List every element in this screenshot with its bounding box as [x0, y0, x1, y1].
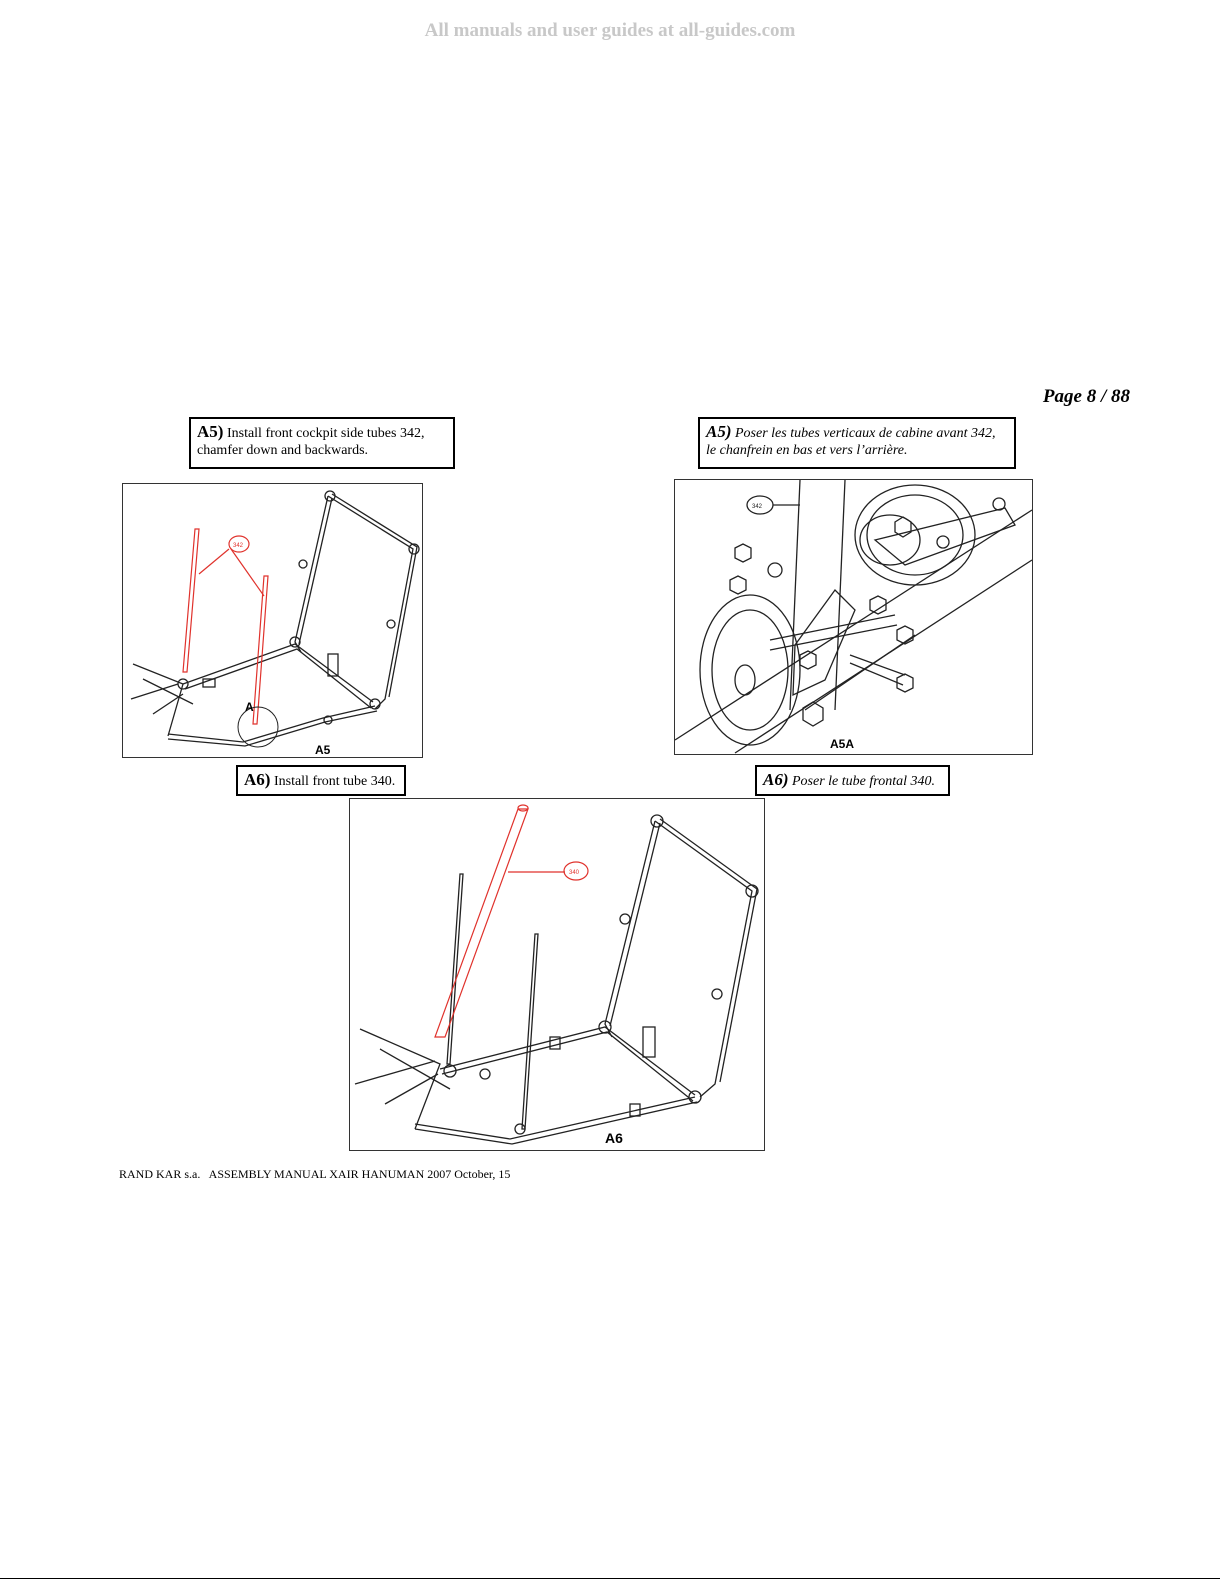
caption-a6-fr: A6) Poser le tube frontal 340.	[755, 765, 950, 796]
callout-342: 342	[233, 543, 244, 549]
caption-step: A6)	[244, 770, 271, 789]
page-number: Page 8 / 88	[1042, 386, 1130, 407]
figure-label-a5a: A5A	[830, 737, 855, 751]
caption-step: A5)	[197, 422, 224, 441]
callout-342: 342	[752, 504, 763, 510]
figure-a5: 342 A A5	[122, 483, 423, 758]
caption-line: Poser les tubes verticaux de cabine avan…	[735, 426, 996, 441]
figure-a6: 340 A6	[349, 798, 765, 1151]
watermark: All manuals and user guides at all-guide…	[424, 20, 796, 41]
caption-step: A6)	[763, 770, 789, 789]
detail-drawing-a5a: 342	[675, 480, 1032, 754]
figure-a5a: 342 A5A	[674, 479, 1033, 755]
frame-drawing-a5: 342	[130, 490, 420, 748]
caption-a5-fr: A5) Poser les tubes verticaux de cabine …	[698, 417, 1016, 469]
caption-line: Install front tube 340.	[273, 774, 396, 789]
caption-line: le chanfrein en bas et vers l’arrière.	[706, 443, 908, 458]
caption-a5-en: A5) Install front cockpit side tubes 342…	[189, 417, 455, 469]
frame-drawing-a6: 340	[354, 804, 759, 1145]
detail-marker-a: A	[245, 700, 254, 714]
caption-line: Poser le tube frontal 340.	[792, 774, 935, 789]
caption-a6-en: A6) Install front tube 340.	[236, 765, 406, 796]
footer: RAND KAR s.a. ASSEMBLY MANUAL XAIR HANUM…	[119, 1167, 511, 1181]
caption-step: A5)	[706, 422, 732, 441]
caption-line: Install front cockpit side tubes 342,	[226, 426, 425, 441]
page-bottom-rule	[0, 1578, 1220, 1579]
caption-line: chamfer down and backwards.	[197, 443, 369, 458]
figure-label-a6: A6	[605, 1130, 623, 1146]
figure-label-a5: A5	[315, 743, 331, 757]
callout-340: 340	[569, 870, 580, 876]
